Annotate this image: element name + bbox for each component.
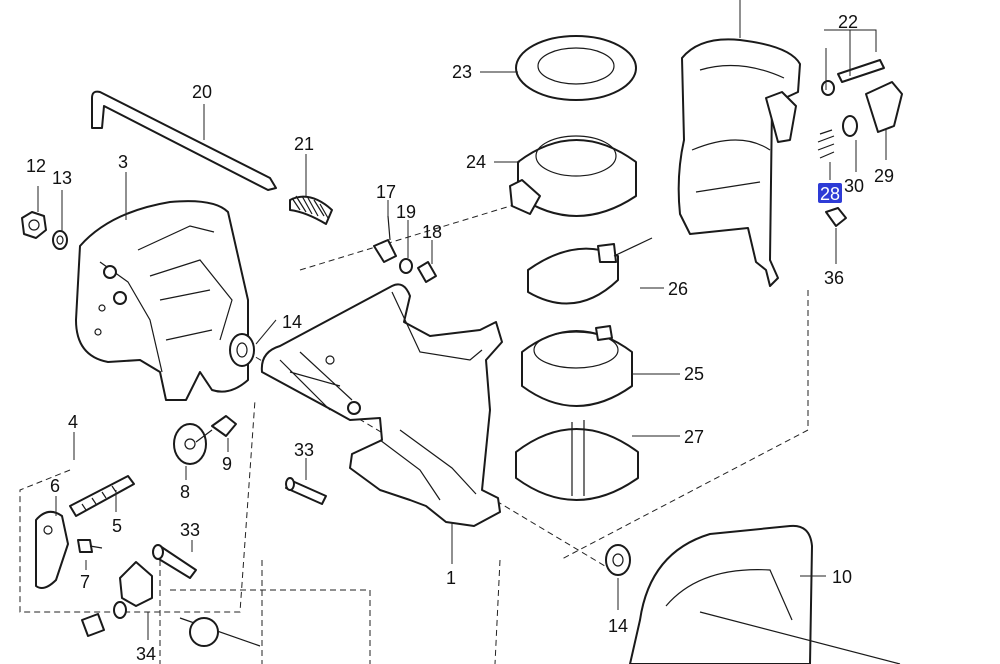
part-33-pin-upper xyxy=(285,477,327,505)
part-29-knob xyxy=(865,81,903,133)
housing-upper-right xyxy=(677,38,801,287)
part-33-pin-lower xyxy=(152,544,197,579)
callout-14-upper: 14 xyxy=(282,312,302,332)
callout-labels: 1 3 4 5 6 7 8 9 10 12 13 14 14 17 18 19 … xyxy=(26,12,894,664)
part-20-rod xyxy=(91,90,277,191)
callout-25: 25 xyxy=(684,364,704,384)
callout-22: 22 xyxy=(838,12,858,32)
leader-lines xyxy=(37,0,887,640)
callout-5: 5 xyxy=(112,516,122,536)
callout-27: 27 xyxy=(684,427,704,447)
callout-18: 18 xyxy=(422,222,442,242)
callout-14-lower: 14 xyxy=(608,616,628,636)
part-10-transom-bracket xyxy=(629,524,901,664)
callout-20: 20 xyxy=(192,82,212,102)
callout-21: 21 xyxy=(294,134,314,154)
part-34-bracket xyxy=(119,561,153,607)
part-12-nut xyxy=(21,211,47,239)
part-13-washer xyxy=(52,230,68,250)
callout-12: 12 xyxy=(26,156,46,176)
callout-26: 26 xyxy=(668,279,688,299)
callout-28: 28 xyxy=(820,184,840,204)
part-8-knob xyxy=(173,423,207,465)
part-26-clamp xyxy=(527,237,653,305)
callout-23: 23 xyxy=(452,62,472,82)
part-bolt-lower-left xyxy=(81,601,261,647)
callout-33-upper: 33 xyxy=(294,440,314,460)
part-22-bolt xyxy=(821,59,885,96)
part-6-lever xyxy=(35,510,69,589)
callout-24: 24 xyxy=(466,152,486,172)
callout-7: 7 xyxy=(80,572,90,592)
part-19-washer xyxy=(399,258,413,274)
part-18-bolt xyxy=(417,261,437,283)
part-7-bolt xyxy=(77,539,103,553)
part-23-bushing xyxy=(515,35,637,101)
part-21-spring xyxy=(289,195,333,225)
assembly-lines xyxy=(19,0,809,664)
part-27-split-ring xyxy=(515,420,639,501)
callout-13: 13 xyxy=(52,168,72,188)
callout-4: 4 xyxy=(68,412,78,432)
callout-9: 9 xyxy=(222,454,232,474)
callout-1: 1 xyxy=(446,568,456,588)
callout-34: 34 xyxy=(136,644,156,664)
callout-19: 19 xyxy=(396,202,416,222)
part-17-screw xyxy=(373,215,397,263)
part-5-screw xyxy=(69,475,135,517)
callout-36: 36 xyxy=(824,268,844,288)
callout-10: 10 xyxy=(832,567,852,587)
callout-8: 8 xyxy=(180,482,190,502)
callout-33-lower: 33 xyxy=(180,520,200,540)
callout-17: 17 xyxy=(376,182,396,202)
part-14-washer-lower xyxy=(605,544,631,576)
callout-28-highlight xyxy=(818,183,842,203)
part-3-stern-bracket xyxy=(75,200,249,401)
part-36-nut xyxy=(825,207,847,227)
part-24-bearing xyxy=(509,135,637,217)
part-30-washer xyxy=(842,115,858,137)
callout-29: 29 xyxy=(874,166,894,186)
callout-6: 6 xyxy=(50,476,60,496)
part-25-ring xyxy=(521,325,633,407)
part-28-spring xyxy=(817,129,835,159)
callout-3: 3 xyxy=(118,152,128,172)
part-14-washer-upper xyxy=(229,333,255,367)
part-1-swivel-bracket xyxy=(260,283,503,527)
part-9-screw xyxy=(195,415,237,443)
callout-30: 30 xyxy=(844,176,864,196)
